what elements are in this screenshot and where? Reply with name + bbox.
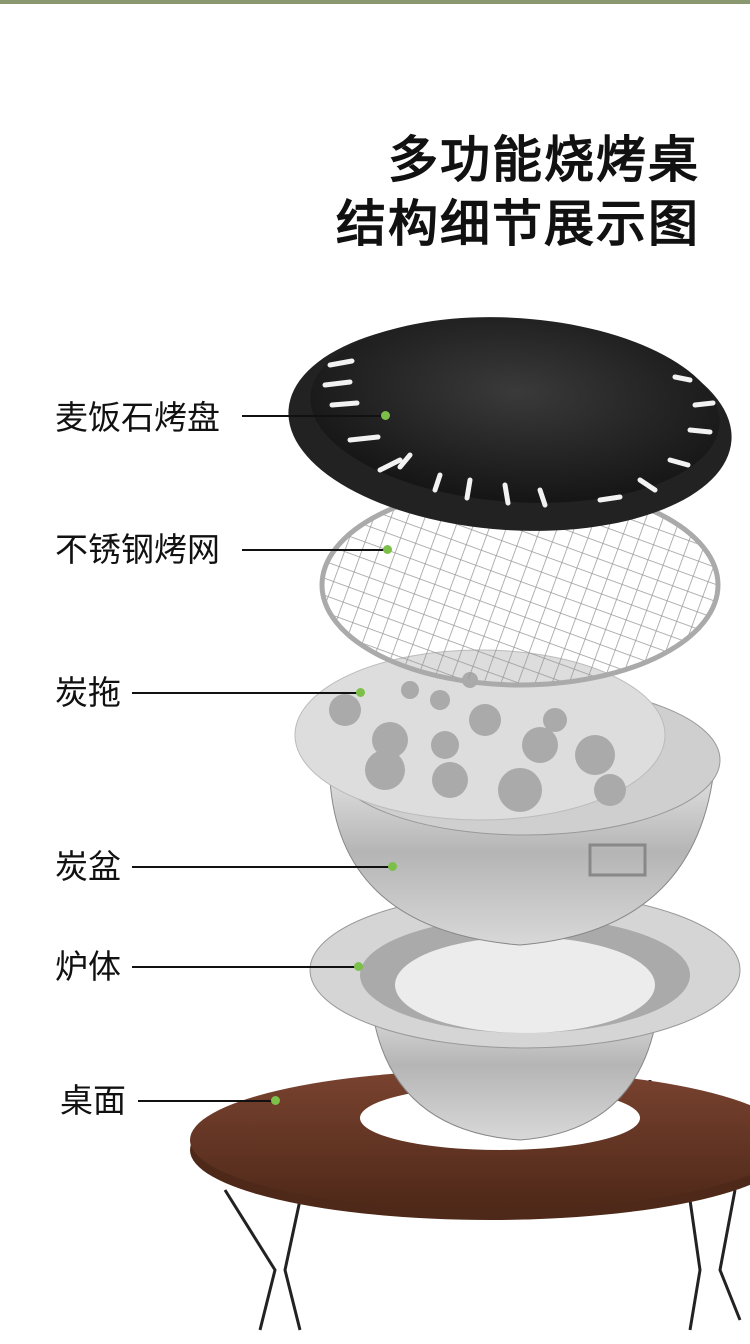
leader-line-grill-mesh [242,549,387,551]
label-tabletop: 桌面 [60,1081,126,1120]
leader-line-grill-plate [242,415,385,417]
title-line-2: 结构细节展示图 [336,195,700,253]
label-grill-plate: 麦饭石烤盘 [55,398,220,437]
label-grill-mesh: 不锈钢烤网 [55,530,220,569]
top-accent-bar [0,0,750,4]
marker-dot-tabletop [271,1096,280,1105]
label-charcoal-tray: 炭拖 [55,673,121,712]
leader-line-furnace-body [132,966,358,968]
title-line-1: 多功能烧烤桌 [388,131,700,189]
label-charcoal-basin: 炭盆 [55,847,121,886]
label-furnace-body: 炉体 [55,947,121,986]
leader-line-charcoal-basin [132,866,392,868]
page-title: 多功能烧烤桌 结构细节展示图 [336,128,700,256]
leader-line-charcoal-tray [132,692,360,694]
marker-dot-grill-plate [381,411,390,420]
grill-plate [288,317,732,531]
leader-line-tabletop [138,1100,275,1102]
furnace-body [309,891,741,1141]
marker-dot-charcoal-basin [388,862,397,871]
marker-dot-charcoal-tray [356,688,365,697]
charcoal-tray [294,649,666,821]
marker-dot-furnace-body [354,962,363,971]
marker-dot-grill-mesh [383,545,392,554]
